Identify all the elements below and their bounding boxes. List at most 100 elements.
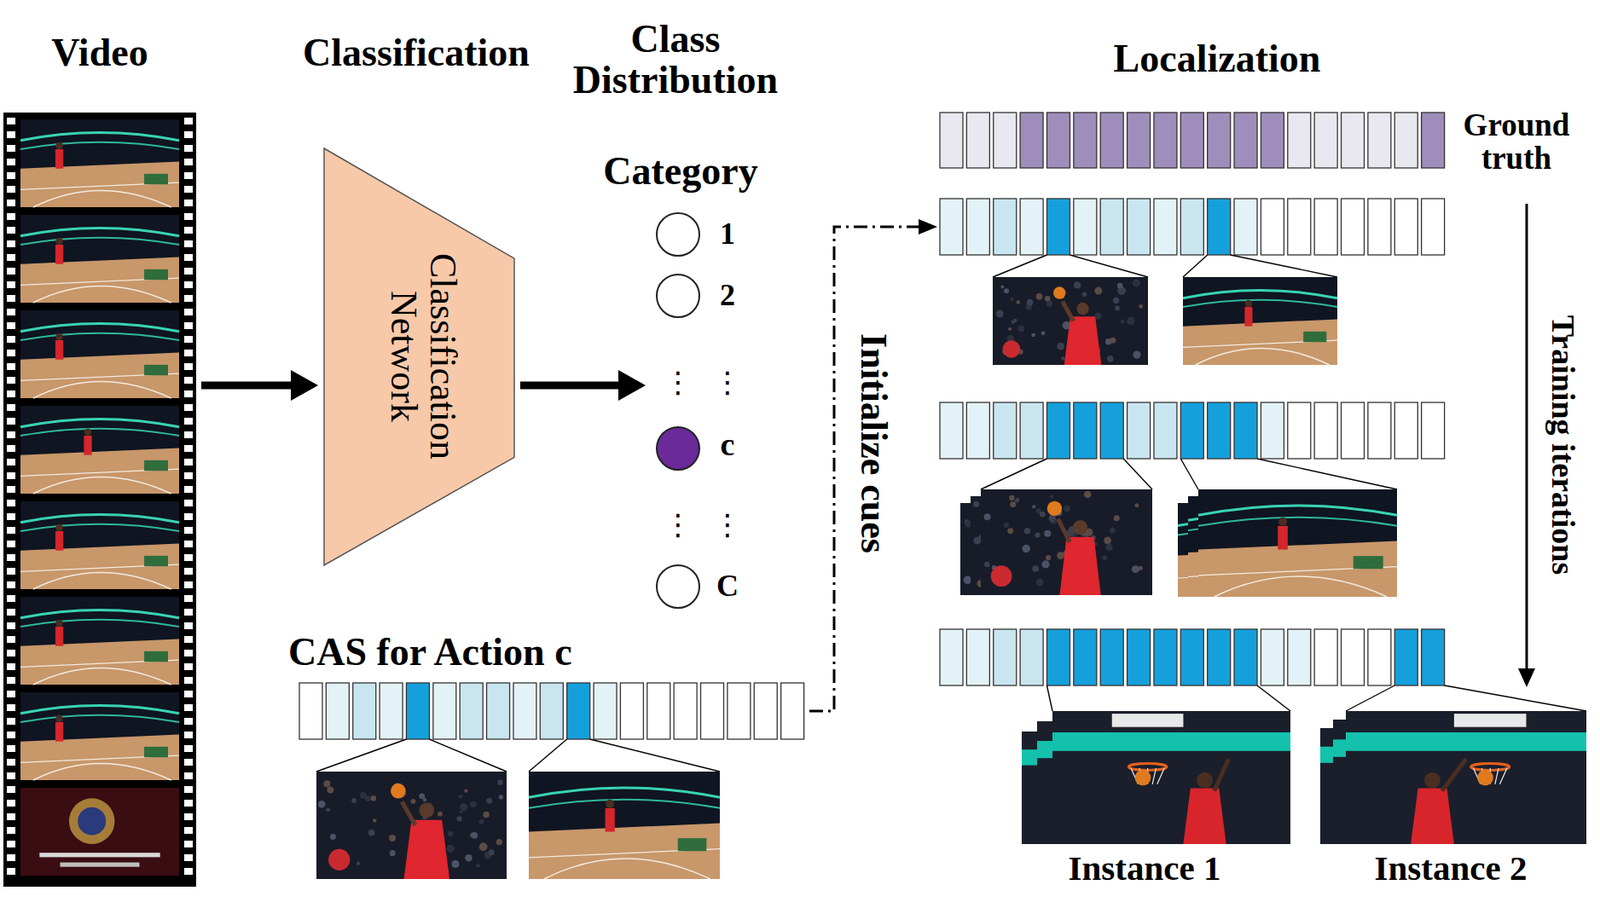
localization-cell xyxy=(1046,629,1070,686)
sprocket-hole xyxy=(6,595,16,603)
sprocket-hole xyxy=(184,213,193,221)
frame-part xyxy=(1182,277,1338,366)
video-frame xyxy=(980,489,1153,596)
crowd-dot xyxy=(323,780,331,788)
sprocket-hole xyxy=(184,281,193,289)
crowd-dot xyxy=(488,849,495,856)
localization-cell xyxy=(1207,402,1231,459)
localization-cell xyxy=(1153,402,1177,459)
edge-label: Initialize cues xyxy=(852,330,895,557)
sprocket-hole xyxy=(6,800,16,807)
crowd-dot xyxy=(1126,317,1135,325)
crowd-dot xyxy=(1113,515,1120,522)
localization-cell xyxy=(1260,402,1284,459)
frame-part xyxy=(55,620,63,627)
frame-part xyxy=(1353,556,1384,569)
crowd-dot xyxy=(423,798,428,803)
frame-part xyxy=(20,227,180,236)
frame-part xyxy=(528,771,720,880)
heading: Localization xyxy=(1113,38,1322,80)
sprocket-hole xyxy=(184,854,193,862)
localization-cell xyxy=(1046,198,1070,256)
sprocket-hole xyxy=(184,349,193,357)
crowd-dot xyxy=(1039,511,1046,518)
frame-part xyxy=(20,323,180,331)
sprocket-hole xyxy=(184,458,193,466)
video-frame xyxy=(20,405,180,494)
sprocket-hole xyxy=(6,499,16,507)
ellipsis: ⋮ xyxy=(713,510,743,541)
frame-part xyxy=(328,849,350,871)
crowd-dot xyxy=(471,832,479,840)
ellipsis: ⋮ xyxy=(663,367,693,399)
frame-part xyxy=(20,418,180,427)
heading: Class Distribution xyxy=(560,18,791,102)
sprocket-hole xyxy=(184,800,193,807)
cas-cell xyxy=(701,683,725,740)
crowd-dot xyxy=(1106,544,1114,551)
frame-part xyxy=(20,620,180,627)
sprocket-hole xyxy=(6,854,16,862)
sprocket-hole xyxy=(6,240,16,248)
frame-part xyxy=(20,161,180,208)
sprocket-hole xyxy=(184,595,193,603)
axis-label: Training iterations xyxy=(1545,315,1580,575)
localization-cell xyxy=(1073,629,1097,686)
ground-truth-cell xyxy=(1100,112,1124,169)
frame-part xyxy=(1244,307,1253,327)
crowd-dot xyxy=(1132,350,1141,359)
sprocket-hole xyxy=(6,868,16,876)
frame-part xyxy=(1198,517,1398,527)
frame-part xyxy=(33,476,172,494)
sprocket-hole xyxy=(6,267,16,275)
video-frame xyxy=(20,597,180,685)
sprocket-hole xyxy=(6,527,16,534)
crowd-dot xyxy=(437,811,443,818)
crowd-dot xyxy=(1018,325,1025,332)
crowd-dot xyxy=(365,795,372,802)
crowd-dot xyxy=(464,854,472,862)
cas-cell xyxy=(486,683,511,740)
sprocket-hole xyxy=(184,199,193,207)
localization-cell xyxy=(1180,629,1204,686)
frame-part xyxy=(144,269,169,280)
sprocket-hole xyxy=(6,117,16,125)
ground-truth-cell xyxy=(966,112,990,169)
localization-cell xyxy=(1127,198,1151,256)
frame-part xyxy=(144,365,169,376)
crowd-dot xyxy=(479,842,488,852)
frame-part xyxy=(20,310,180,399)
crowd-dot xyxy=(356,862,360,866)
ball xyxy=(390,783,406,800)
cas-cell xyxy=(781,683,805,740)
sprocket-hole xyxy=(6,513,16,521)
sprocket-hole xyxy=(184,786,193,794)
localization-cell xyxy=(1100,198,1124,256)
video-frame xyxy=(20,501,180,590)
arrow-connector xyxy=(201,382,291,390)
sprocket-hole xyxy=(184,690,193,698)
frame-part xyxy=(20,142,180,150)
frame-part xyxy=(20,256,180,303)
cas-cell xyxy=(299,683,323,740)
crowd-dot xyxy=(457,816,463,822)
localization-cell xyxy=(1394,402,1418,459)
crowd-dot xyxy=(963,575,973,585)
ground-truth-cell xyxy=(1421,112,1445,169)
sprocket-hole xyxy=(184,131,193,139)
frame-part xyxy=(20,692,180,781)
frame-part xyxy=(1182,289,1338,298)
ground-truth-cell xyxy=(993,112,1017,169)
video-frame xyxy=(20,692,180,781)
ground-truth-cell xyxy=(1127,112,1151,169)
frame-part xyxy=(144,747,169,758)
leader-line xyxy=(980,458,1047,490)
localization-cell xyxy=(939,402,963,459)
cas-cell xyxy=(593,683,617,740)
frame-part xyxy=(60,863,140,868)
sprocket-hole xyxy=(184,499,193,507)
frame-part xyxy=(980,489,1153,596)
sprocket-hole xyxy=(184,540,193,548)
frame-part xyxy=(605,800,615,809)
